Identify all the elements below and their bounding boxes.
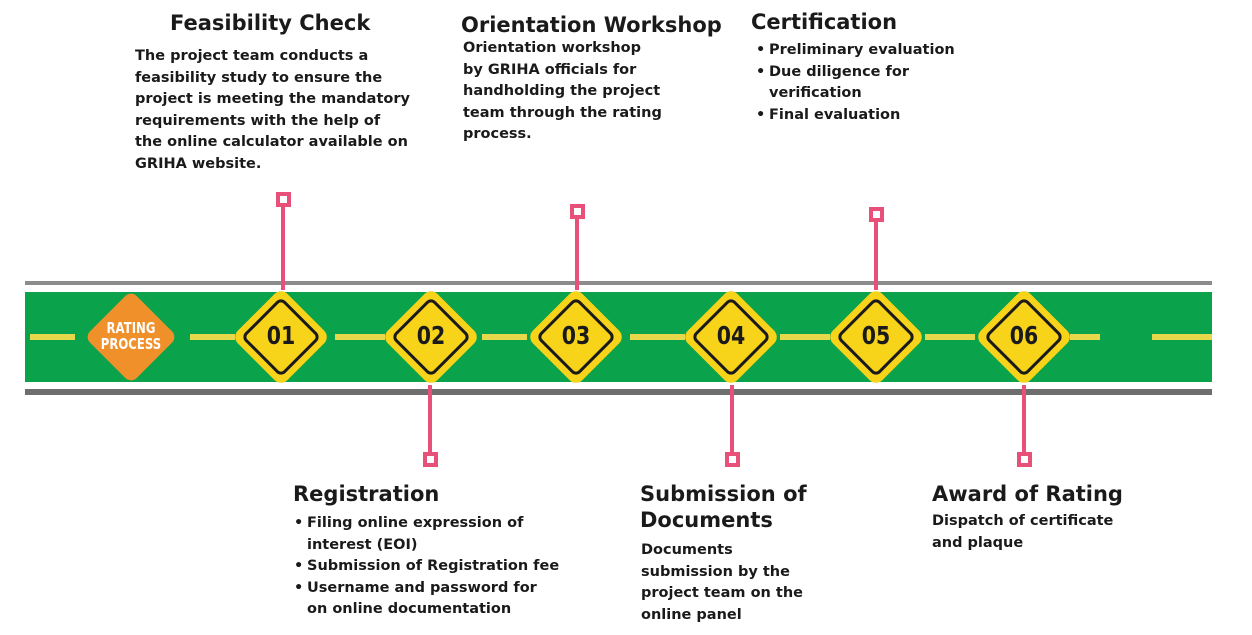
step-04-line: online panel <box>641 606 742 623</box>
step-01-line: The project team conducts a <box>135 48 369 64</box>
connector-05 <box>874 218 878 290</box>
rating-process-label: RATING PROCESS <box>88 320 174 352</box>
road-dash <box>780 334 830 340</box>
step-06-title: Award of Rating <box>932 482 1123 506</box>
step-05-description: Preliminary evaluation Due diligence for… <box>754 40 955 126</box>
step-03-line: process. <box>463 126 532 142</box>
road-dash <box>482 334 527 340</box>
step-06-line: Dispatch of certificate <box>932 513 1114 529</box>
step-04-line: project team on the <box>641 585 803 601</box>
marker-04 <box>725 452 740 467</box>
step-01-number: 01 <box>266 321 296 350</box>
step-05-title: Certification <box>751 10 898 34</box>
step-01-line: project is meeting the mandatory <box>135 91 410 107</box>
rating-process-line2: PROCESS <box>100 335 162 353</box>
step-03-sign: 03 <box>521 282 631 392</box>
road-top-edge <box>25 281 1212 285</box>
step-05-bullet: Final evaluation <box>754 105 955 127</box>
road-dash <box>190 334 235 340</box>
step-02-sign: 02 <box>376 282 486 392</box>
step-03-line: Orientation workshop <box>463 40 642 56</box>
step-01-title: Feasibility Check <box>170 11 371 35</box>
marker-03 <box>570 204 585 219</box>
connector-01 <box>281 202 285 290</box>
road-dash <box>1152 334 1212 340</box>
step-04-number: 04 <box>716 321 746 350</box>
step-06-description: Dispatch of certificate and plaque <box>932 511 1113 554</box>
step-04-title: Submission of Documents <box>640 481 807 533</box>
rating-process-line1: RATING <box>106 319 156 337</box>
connector-03 <box>575 215 579 290</box>
step-04-sign: 04 <box>676 282 786 392</box>
road-dash <box>1070 334 1100 340</box>
step-01-sign: 01 <box>226 282 336 392</box>
road-dash <box>630 334 685 340</box>
step-03-line: handholding the project <box>463 83 661 99</box>
connector-06 <box>1022 385 1026 453</box>
marker-02 <box>423 452 438 467</box>
step-01-line: requirements with the help of <box>135 112 381 129</box>
step-06-sign: 06 <box>969 282 1079 392</box>
step-04-title-line: Submission of <box>640 482 807 506</box>
step-05-bullet: Preliminary evaluation <box>754 40 955 62</box>
step-06-number: 06 <box>1009 321 1039 350</box>
step-03-description: Orientation workshop by GRIHA officials … <box>463 38 662 146</box>
step-01-line: feasibility study to ensure the <box>135 69 383 86</box>
marker-01 <box>276 192 291 207</box>
step-04-title-line: Documents <box>640 508 773 532</box>
step-04-description: Documents submission by the project team… <box>641 540 803 626</box>
rating-process-sign-shape <box>87 293 175 381</box>
step-05-number: 05 <box>861 321 891 350</box>
road-dash <box>335 334 385 340</box>
road-dash <box>925 334 975 340</box>
step-04-line: Documents <box>641 542 733 558</box>
connector-04 <box>730 385 734 453</box>
rating-process-sign: RATING PROCESS <box>76 282 186 392</box>
step-04-line: submission by the <box>641 563 790 580</box>
step-03-title: Orientation Workshop <box>461 13 722 37</box>
step-02-bullet: Submission of Registration fee <box>292 556 559 578</box>
marker-06 <box>1017 452 1032 467</box>
road-bottom-edge <box>25 389 1212 395</box>
step-02-number: 02 <box>416 321 446 350</box>
step-06-line: and plaque <box>932 534 1024 551</box>
step-01-description: The project team conducts a feasibility … <box>135 46 410 175</box>
step-05-sign: 05 <box>821 282 931 392</box>
step-03-number: 03 <box>561 321 591 350</box>
step-02-title: Registration <box>293 482 440 506</box>
step-03-line: by GRIHA officials for <box>463 61 637 78</box>
road-dash <box>30 334 75 340</box>
step-03-line: team through the rating <box>463 104 662 121</box>
step-01-line: the online calculator available on <box>135 134 408 150</box>
connector-02 <box>428 385 432 453</box>
marker-05 <box>869 207 884 222</box>
step-01-line: GRIHA website. <box>135 155 262 172</box>
